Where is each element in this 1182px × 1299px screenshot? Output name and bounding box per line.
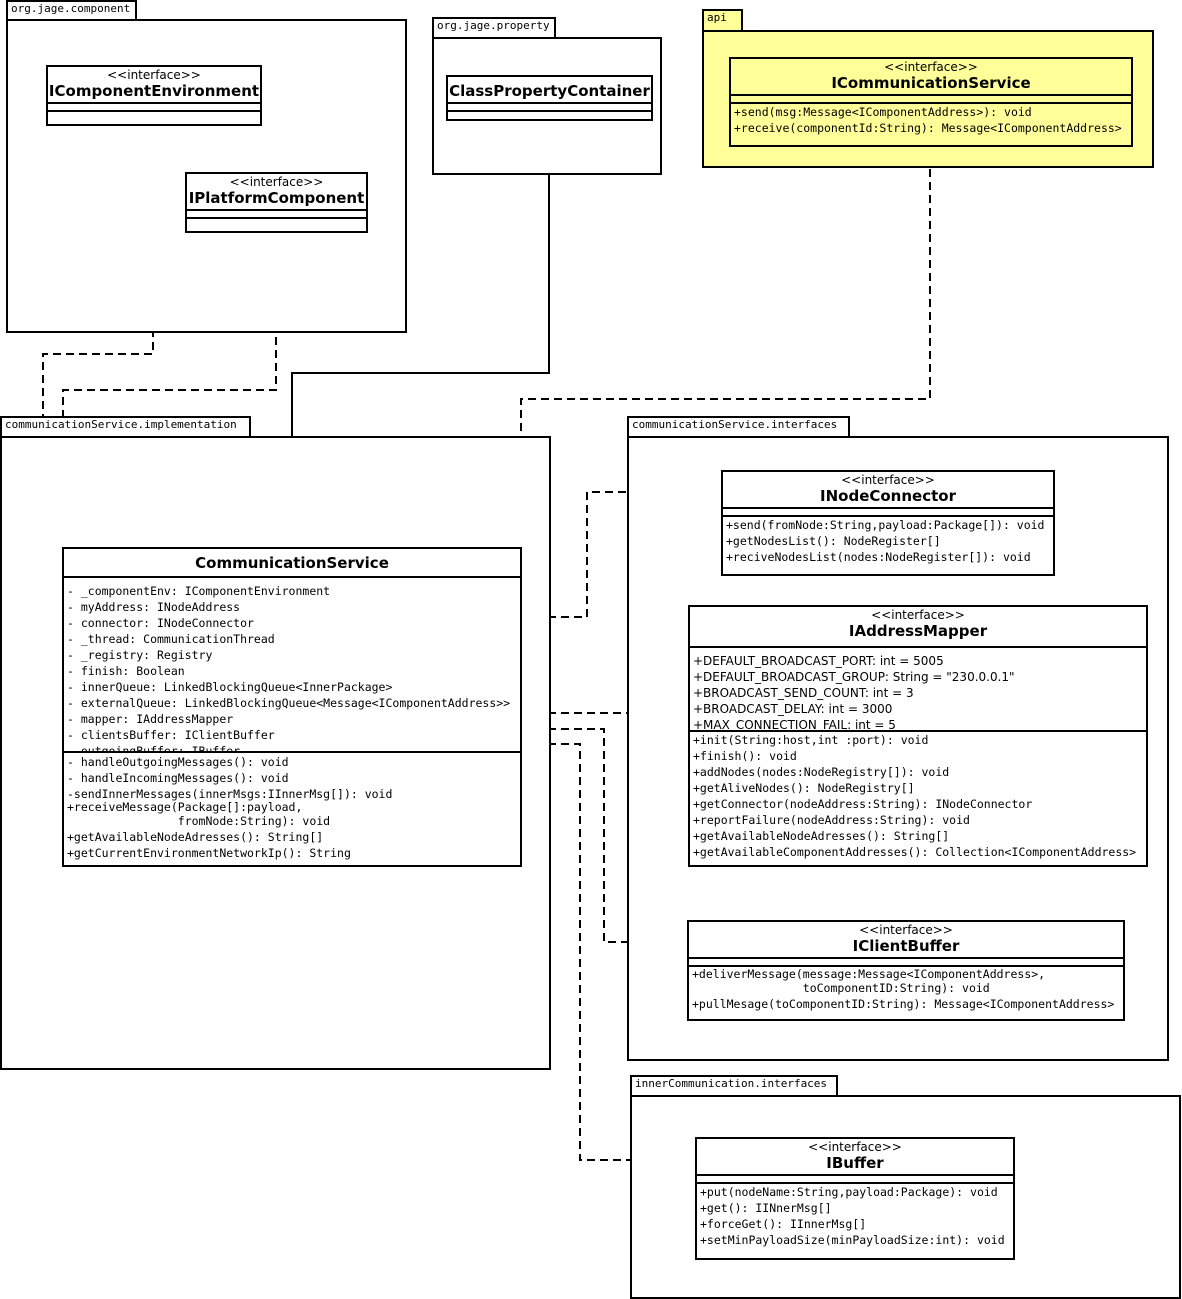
attribute-line: +BROADCAST_SEND_COUNT: int = 3 <box>693 686 914 700</box>
package-tab-api: api <box>702 9 743 32</box>
attribute-line: - _registry: Registry <box>67 648 213 662</box>
attribute-line: - clientsBuffer: IClientBuffer <box>67 728 275 742</box>
class-class-property-container: ClassPropertyContainer <box>446 75 653 121</box>
attribute-line: +MAX_CONNECTION_FAIL: int = 5 <box>693 718 896 732</box>
package-tab-org-jage-property: org.jage.property <box>432 17 556 39</box>
method-line: toComponentID:String): void <box>692 981 990 995</box>
attribute-line: - outgoingBuffer: IBuffer <box>67 744 241 753</box>
stereotype-label: <<interface>> <box>107 68 201 82</box>
method-line: +finish(): void <box>693 749 797 763</box>
method-line: +forceGet(): IInnerMsg[] <box>700 1217 867 1231</box>
class-name: IAddressMapper <box>848 622 988 640</box>
realization-icommunication-service <box>520 149 930 548</box>
class-name: ClassPropertyContainer <box>449 82 650 100</box>
methods-section: - handleOutgoingMessages(): void - handl… <box>64 753 520 861</box>
package-tab-inner-communication-interfaces: innerCommunication.interfaces <box>630 1075 838 1097</box>
method-line: +reciveNodesList(nodes:NodeRegister[]): … <box>726 550 1031 564</box>
stereotype-label: <<interface>> <box>229 175 324 189</box>
class-iclient-buffer: <<interface>> IClientBuffer +deliverMess… <box>687 920 1125 1021</box>
class-iaddress-mapper: <<interface>> IAddressMapper +DEFAULT_BR… <box>688 605 1148 867</box>
method-line: +send(fromNode:String,payload:Package[])… <box>726 518 1045 532</box>
class-name: IClientBuffer <box>852 937 960 955</box>
method-line: +getConnector(nodeAddress:String): INode… <box>693 797 1033 811</box>
attribute-line: - innerQueue: LinkedBlockingQueue<InnerP… <box>67 680 393 694</box>
methods-section: +put(nodeName:String,payload:Package): v… <box>697 1184 1013 1248</box>
method-line: +receive(componentId:String): Message<IC… <box>734 121 1122 135</box>
class-communication-service: CommunicationService - _componentEnv: IC… <box>62 547 522 867</box>
stereotype-label: <<interface>> <box>884 60 978 74</box>
stereotype-label: <<interface>> <box>841 473 935 487</box>
method-line: +getAvailableNodeAdresses(): String[] <box>67 830 324 844</box>
dependency-iclient-buffer <box>522 728 684 943</box>
method-line: -sendInnerMessages(innerMsgs:IInnerMsg[]… <box>67 787 393 801</box>
package-tab-org-jage-component: org.jage.component <box>6 0 137 21</box>
attributes-section: +DEFAULT_BROADCAST_PORT: int = 5005 +DEF… <box>690 648 1146 732</box>
methods-section: +init(String:host,int :port): void +fini… <box>690 732 1146 860</box>
class-iplatform-component: <<interface>> IPlatformComponent <box>185 172 368 233</box>
class-inode-connector: <<interface>> INodeConnector +send(fromN… <box>721 470 1055 576</box>
method-line: +getNodesList(): NodeRegister[] <box>726 534 941 548</box>
methods-section: +send(fromNode:String,payload:Package[])… <box>723 517 1053 565</box>
method-line: - handleIncomingMessages(): void <box>67 771 289 785</box>
attribute-line: - _componentEnv: IComponentEnvironment <box>67 584 331 598</box>
method-line: - handleOutgoingMessages(): void <box>67 755 289 769</box>
class-name: CommunicationService <box>195 554 389 572</box>
method-line: +send(msg:Message<IComponentAddress>): v… <box>734 105 1032 119</box>
method-line: +put(nodeName:String,payload:Package): v… <box>700 1185 998 1199</box>
method-line: +getCurrentEnvironmentNetworkIp(): Strin… <box>67 846 351 860</box>
attribute-line: - myAddress: INodeAddress <box>67 600 241 614</box>
method-line: +init(String:host,int :port): void <box>693 733 929 747</box>
method-line: +receiveMessage(Package[]:payload, <box>67 800 303 814</box>
methods-section: +send(msg:Message<IComponentAddress>): v… <box>731 104 1131 136</box>
dependency-ibuffer <box>522 743 693 1161</box>
attribute-line: - _thread: CommunicationThread <box>67 632 275 646</box>
class-name: IPlatformComponent <box>188 189 365 207</box>
method-line: +get(): IINnerMsg[] <box>700 1201 832 1215</box>
method-line: +deliverMessage(message:Message<ICompone… <box>692 967 1046 981</box>
attribute-line: - externalQueue: LinkedBlockingQueue<Mes… <box>67 696 511 710</box>
attribute-line: +DEFAULT_BROADCAST_PORT: int = 5005 <box>693 654 944 668</box>
attribute-line: - mapper: IAddressMapper <box>67 712 234 726</box>
dependency-inode-connector <box>522 491 718 618</box>
method-line: +getAvailableNodeAdresses(): String[] <box>693 829 950 843</box>
stereotype-label: <<interface>> <box>808 1140 902 1154</box>
class-name: INodeConnector <box>820 487 956 505</box>
class-name: IComponentEnvironment <box>48 82 260 100</box>
attribute-line: - finish: Boolean <box>67 664 185 678</box>
attribute-line: - connector: INodeConnector <box>67 616 254 630</box>
attribute-line: +DEFAULT_BROADCAST_GROUP: String = "230.… <box>693 670 1015 684</box>
package-tab-communication-service-implementation: communicationService.implementation <box>0 416 251 438</box>
stereotype-label: <<interface>> <box>859 923 953 937</box>
method-line: +pullMesage(toComponentID:String): Messa… <box>692 997 1115 1011</box>
class-icommunication-service: <<interface>> ICommunicationService +sen… <box>729 57 1133 147</box>
method-line: +setMinPayloadSize(minPayloadSize:int): … <box>700 1233 1005 1247</box>
class-name: ICommunicationService <box>831 74 1031 92</box>
method-line: +addNodes(nodes:NodeRegistry[]): void <box>693 765 950 779</box>
method-line: +reportFailure(nodeAddress:String): void <box>693 813 970 827</box>
method-line: +getAliveNodes(): NodeRegistry[] <box>693 781 915 795</box>
package-tab-communication-service-interfaces: communicationService.interfaces <box>627 416 850 438</box>
attributes-section: - _componentEnv: IComponentEnvironment -… <box>64 578 520 753</box>
method-line: +getAvailableComponentAddresses(): Colle… <box>693 845 1137 859</box>
class-icomponent-environment: <<interface>> IComponentEnvironment <box>46 65 262 126</box>
class-ibuffer: <<interface>> IBuffer +put(nodeName:Stri… <box>695 1137 1015 1260</box>
method-line: fromNode:String): void <box>67 814 331 828</box>
stereotype-label: <<interface>> <box>871 608 965 622</box>
attribute-line: +BROADCAST_DELAY: int = 3000 <box>693 702 893 716</box>
methods-section: +deliverMessage(message:Message<ICompone… <box>689 967 1123 1012</box>
class-name: IBuffer <box>826 1154 884 1172</box>
